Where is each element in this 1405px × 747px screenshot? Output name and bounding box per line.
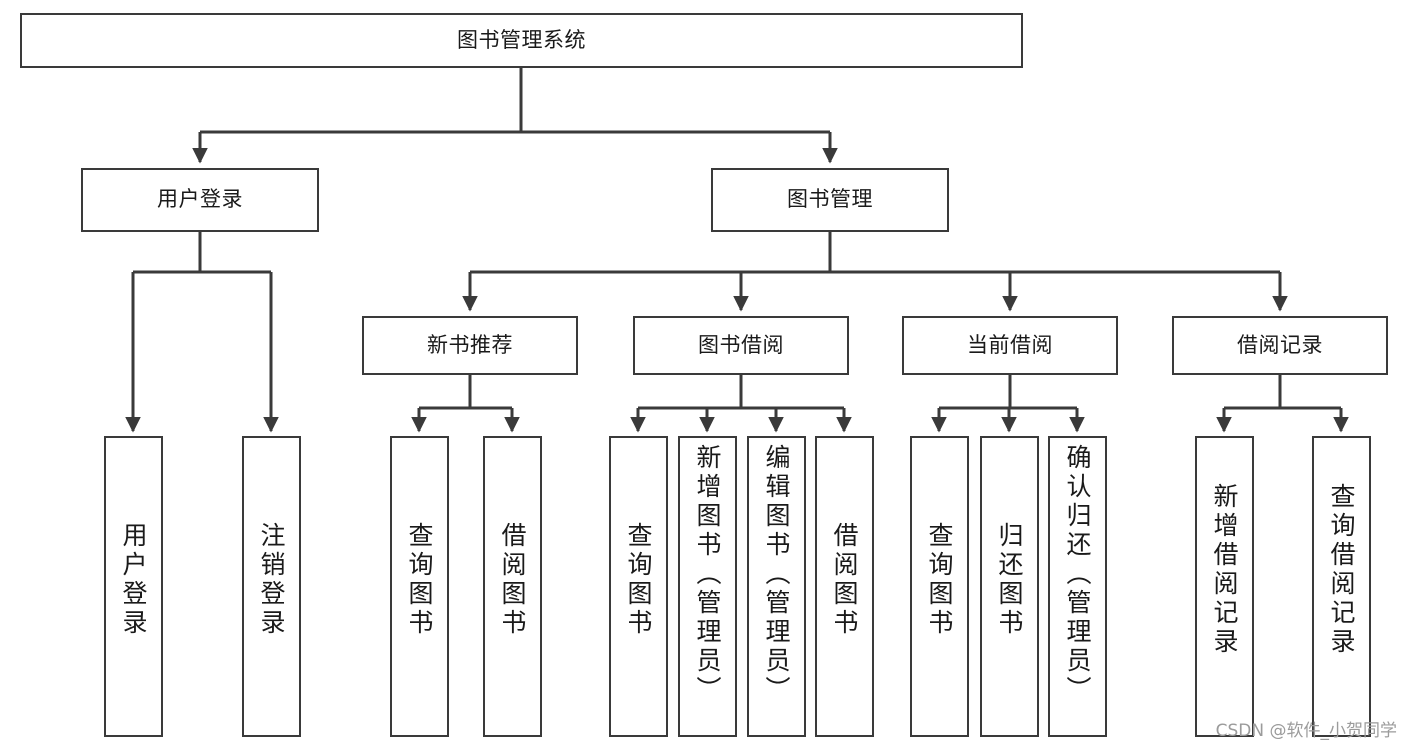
node-leaf-borrow-book-1-label: 借阅图书 [498,522,527,638]
node-current-borrow-label: 当前借阅 [967,332,1053,357]
node-current-borrow[interactable]: 当前借阅 [902,316,1118,375]
node-user-login-label: 用户登录 [157,187,243,212]
node-leaf-query-book-2[interactable]: 查询图书 [609,436,668,737]
node-leaf-query-book-1-label: 查询图书 [405,522,434,638]
node-borrow-record[interactable]: 借阅记录 [1172,316,1388,375]
node-leaf-add-book-label: 新增图书（管理员） [693,444,722,705]
node-root[interactable]: 图书管理系统 [20,13,1023,68]
node-leaf-logout[interactable]: 注销登录 [242,436,301,737]
node-leaf-query-record[interactable]: 查询借阅记录 [1312,436,1371,737]
node-leaf-query-book-3[interactable]: 查询图书 [910,436,969,737]
node-leaf-confirm-return[interactable]: 确认归还（管理员） [1048,436,1107,737]
node-leaf-add-record-label: 新增借阅记录 [1210,483,1239,657]
watermark: CSDN @软件_小贺同学 [1215,721,1397,741]
node-new-book-rec[interactable]: 新书推荐 [362,316,578,375]
node-leaf-query-book-3-label: 查询图书 [925,522,954,638]
node-leaf-borrow-book-2-label: 借阅图书 [830,522,859,638]
node-book-borrow-label: 图书借阅 [698,332,784,357]
node-leaf-return-book-label: 归还图书 [995,522,1024,638]
node-root-label: 图书管理系统 [457,27,586,52]
node-new-book-rec-label: 新书推荐 [427,332,513,357]
node-leaf-borrow-book-2[interactable]: 借阅图书 [815,436,874,737]
node-book-borrow[interactable]: 图书借阅 [633,316,849,375]
node-leaf-logout-label: 注销登录 [257,522,286,638]
node-leaf-query-record-label: 查询借阅记录 [1327,483,1356,657]
node-leaf-return-book[interactable]: 归还图书 [980,436,1039,737]
node-leaf-login[interactable]: 用户登录 [104,436,163,737]
node-leaf-confirm-return-label: 确认归还（管理员） [1063,444,1092,705]
node-leaf-add-book[interactable]: 新增图书（管理员） [678,436,737,737]
node-leaf-query-book-1[interactable]: 查询图书 [390,436,449,737]
node-leaf-edit-book-label: 编辑图书（管理员） [762,444,791,705]
node-borrow-record-label: 借阅记录 [1237,332,1323,357]
node-book-manage-label: 图书管理 [787,187,873,212]
node-leaf-borrow-book-1[interactable]: 借阅图书 [483,436,542,737]
node-leaf-query-book-2-label: 查询图书 [624,522,653,638]
node-leaf-login-label: 用户登录 [119,522,148,638]
node-book-manage[interactable]: 图书管理 [711,168,949,232]
node-user-login[interactable]: 用户登录 [81,168,319,232]
node-leaf-edit-book[interactable]: 编辑图书（管理员） [747,436,806,737]
node-leaf-add-record[interactable]: 新增借阅记录 [1195,436,1254,737]
